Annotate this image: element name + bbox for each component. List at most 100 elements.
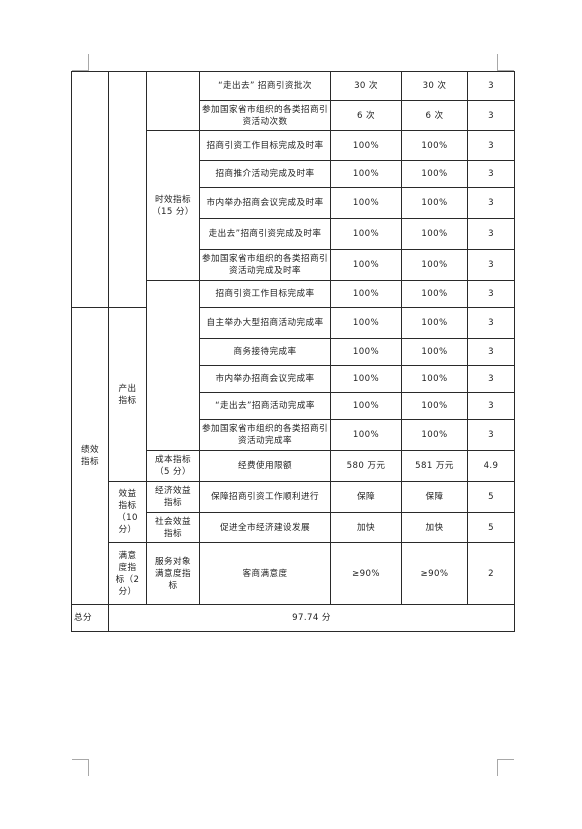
social-benefit-label: 社会效益 指标 [146,512,200,543]
score-value: 3 [467,419,515,451]
continuation-cell-level3 [146,71,200,131]
table-row: 参加国家省市组织的各类招商引资活动完成率 100% 100% 3 [72,419,515,451]
crop-mark-bottom-right [497,759,514,776]
indicator-name: 保障招商引资工作顺利进行 [199,481,331,513]
score-value: 3 [467,365,515,393]
total-label: 总分 [71,604,109,632]
actual-value: 100% [401,307,468,339]
actual-value: 100% [401,160,468,188]
indicator-name: 招商引资工作目标完成及时率 [199,130,331,161]
target-value: ≥90% [330,542,402,605]
actual-value: 30 次 [401,71,468,101]
score-value: 3 [467,392,515,420]
actual-value: 100% [401,392,468,420]
target-value: 580 万元 [330,450,402,482]
score-value: 2 [467,542,515,605]
indicator-name: 促进全市经济建设发展 [199,512,331,543]
continuation-cell-level2 [108,71,147,308]
indicator-name: 参加国家省市组织的各类招商引资活动完成及时率 [199,249,331,281]
actual-value: 100% [401,365,468,393]
table-row: 效益 指标 （10 分） 经济效益 指标 保障招商引资工作顺利进行 保障 保障 … [72,481,515,543]
table-row: 参加国家省市组织的各类招商引资活动次数 6 次 6 次 3 [72,100,515,131]
target-value: 100% [330,365,402,393]
target-value: 6 次 [330,100,402,131]
indicator-name: 参加国家省市组织的各类招商引资活动次数 [199,100,331,131]
indicator-name: 参加国家省市组织的各类招商引资活动完成率 [199,419,331,451]
table-row: 满意 度指 标（2 分） 服务对象 满意度指 标 客商满意度 ≥90% ≥90%… [72,542,515,605]
indicator-name: 市内举办招商会议完成率 [199,365,331,393]
table-row: “走出去”招商活动完成率 100% 100% 3 [72,392,515,420]
indicator-name: “走出去”招商活动完成率 [199,392,331,420]
indicator-name: 商务接待完成率 [199,338,331,366]
table-row: 招商推介活动完成及时率 100% 100% 3 [72,160,515,188]
continuation-cell-level3 [146,280,200,451]
score-value: 3 [467,71,515,101]
actual-value: 100% [401,249,468,281]
performance-indicator-table: “走出去” 招商引资批次 30 次 30 次 3 参加国家省市组织的各类招商引资… [71,71,515,632]
score-value: 3 [467,218,515,250]
target-value: 保障 [330,481,402,513]
table-row: “走出去” 招商引资批次 30 次 30 次 3 [71,71,515,308]
table-row: 参加国家省市组织的各类招商引资活动完成及时率 100% 100% 3 [72,249,515,281]
actual-value: 100% [401,187,468,219]
table-row: 市内举办招商会议完成率 100% 100% 3 [72,365,515,393]
score-value: 4.9 [467,450,515,482]
actual-value: ≥90% [401,542,468,605]
target-value: 100% [330,130,402,161]
target-value: 100% [330,160,402,188]
actual-value: 100% [401,280,468,308]
timeliness-indicator-label: 时效指标 （15 分） [146,130,200,281]
target-value: 100% [330,307,402,339]
target-value: 100% [330,338,402,366]
continuation-cell-level1 [71,71,109,308]
indicator-name: 招商引资工作目标完成率 [199,280,331,308]
score-value: 5 [467,512,515,543]
actual-value: 保障 [401,481,468,513]
actual-value: 581 万元 [401,450,468,482]
target-value: 100% [330,419,402,451]
target-value: 100% [330,187,402,219]
table-row: 走出去”招商引资完成及时率 100% 100% 3 [72,218,515,250]
crop-mark-top-right [497,54,514,71]
output-indicator-label: 产出 指标 [108,307,147,482]
indicator-name: “走出去” 招商引资批次 [199,71,331,101]
score-value: 3 [467,130,515,161]
target-value: 100% [330,392,402,420]
indicator-name: 走出去”招商引资完成及时率 [199,218,331,250]
actual-value: 100% [401,419,468,451]
actual-value: 100% [401,130,468,161]
score-value: 3 [467,280,515,308]
target-value: 30 次 [330,71,402,101]
target-value: 100% [330,218,402,250]
table-row: 商务接待完成率 100% 100% 3 [72,338,515,366]
satisfaction-indicator-label: 满意 度指 标（2 分） [108,542,147,605]
target-value: 加快 [330,512,402,543]
actual-value: 100% [401,218,468,250]
table-row: 市内举办招商会议完成及时率 100% 100% 3 [72,187,515,219]
performance-indicator-label: 绩效 指标 [71,307,109,605]
score-value: 3 [467,100,515,131]
benefit-indicator-label: 效益 指标 （10 分） [108,481,147,543]
actual-value: 6 次 [401,100,468,131]
actual-value: 100% [401,338,468,366]
actual-value: 加快 [401,512,468,543]
indicator-name: 市内举办招商会议完成及时率 [199,187,331,219]
crop-mark-top-left [72,54,89,71]
score-value: 3 [467,307,515,339]
table-row: 时效指标 （15 分） 招商引资工作目标完成及时率 100% 100% 3 [72,130,515,281]
total-value: 97.74 分 [108,604,515,632]
crop-mark-bottom-left [72,759,89,776]
score-value: 3 [467,160,515,188]
total-row: 总分 97.74 分 [71,604,515,632]
score-value: 3 [467,187,515,219]
target-value: 100% [330,249,402,281]
score-value: 5 [467,481,515,513]
table-row: 绩效 指标 产出 指标 自主举办大型招商活动完成率 100% 100% 3 [71,307,515,605]
cost-indicator-label: 成本指标 （5 分） [146,450,200,482]
indicator-name: 自主举办大型招商活动完成率 [199,307,331,339]
indicator-name: 客商满意度 [199,542,331,605]
indicator-name: 经费使用限额 [199,450,331,482]
indicator-name: 招商推介活动完成及时率 [199,160,331,188]
target-value: 100% [330,280,402,308]
score-value: 3 [467,249,515,281]
